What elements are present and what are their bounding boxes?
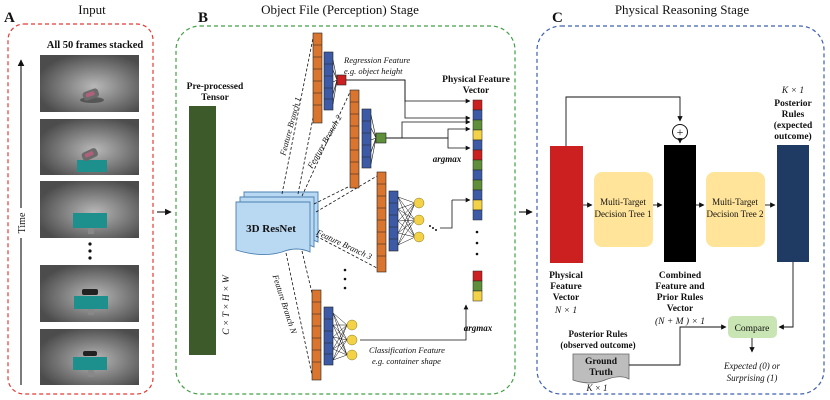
regression-label-line-2: e.g. object height — [344, 66, 403, 76]
ellipsis-dots — [88, 242, 92, 260]
decision-tree-2 — [706, 172, 765, 247]
regression-label-line-1: Regression Feature — [343, 55, 410, 65]
observed-line-2: (observed outcome) — [560, 340, 635, 350]
panel-c-letter: C — [552, 10, 563, 26]
frame-3 — [40, 181, 139, 238]
tensor-label-line-2: Tensor — [201, 93, 229, 103]
result-line-1: Expected (0) or — [723, 361, 780, 371]
regression-feature-box — [336, 74, 347, 86]
feature-branch-n — [311, 289, 358, 381]
pfv-label-line-1: Physical Feature — [442, 75, 510, 85]
argmax-label-2: argmax — [464, 323, 493, 333]
time-axis-label: Time — [17, 212, 28, 233]
panel-b-title: Object File (Perception) Stage — [261, 2, 419, 17]
classification-label-line-1: Classification Feature — [369, 345, 445, 355]
time-axis-gap — [14, 208, 28, 238]
reasoning-pfv-line-1: Physical — [549, 271, 583, 281]
reasoning-pfv-dims: N × 1 — [554, 306, 577, 316]
argmax-branch-3-line — [440, 200, 453, 229]
panel-b-letter: B — [198, 10, 208, 26]
result-line-2: Surprising (1) — [727, 373, 778, 383]
panel-c-border — [536, 25, 825, 395]
posterior-to-compare-arrow — [778, 262, 794, 330]
branch-ellipsis — [343, 268, 347, 290]
preprocessed-tensor — [189, 106, 216, 355]
panel-a-title: Input — [78, 2, 106, 17]
skip-connection-arrow — [565, 96, 683, 146]
observed-line-1: Posterior Rules — [568, 329, 628, 339]
tree1-line-1: Multi-Target — [600, 197, 646, 207]
feature-branch-1 — [312, 32, 347, 124]
panel-a-border — [7, 23, 154, 395]
pfv-label-line-2: Vector — [463, 86, 490, 96]
panel-c: C Physical Reasoning Stage Physical Feat… — [536, 2, 825, 395]
combined-line-4: Vector — [667, 304, 694, 314]
decision-tree-1 — [594, 172, 653, 247]
tensor-dims: C × T × H × W — [222, 274, 232, 335]
reasoning-pfv-line-3: Vector — [553, 293, 580, 303]
combined-line-1: Combined — [659, 271, 702, 281]
combined-line-3: Prior Rules — [657, 293, 704, 303]
panel-a-letter: A — [4, 10, 15, 26]
physical-feature-vector — [472, 99, 483, 302]
ground-truth-line-1: Ground — [585, 357, 618, 367]
branch-2-output-box — [375, 132, 387, 144]
tree1-line-2: Decision Tree 1 — [595, 209, 652, 219]
ground-truth-doc: Ground Truth — [572, 353, 630, 384]
tensor-label-line-1: Pre-processed — [187, 82, 244, 92]
feature-to-vector-arrows — [346, 79, 471, 341]
ground-truth-line-2: Truth — [589, 368, 613, 378]
ground-truth-dims: K × 1 — [585, 383, 607, 393]
posterior-rules-bar — [777, 145, 809, 262]
feature-branch-3 — [376, 171, 437, 273]
ground-truth-to-compare-arrow — [629, 324, 727, 366]
panel-b: B Object File (Perception) Stage Pre-pro… — [175, 2, 516, 395]
branch-3-label: Feature Branch 3 — [314, 227, 374, 262]
reasoning-pfv-line-2: Feature — [550, 282, 581, 292]
posterior-line-2: Rules — [782, 110, 805, 120]
classification-label-line-2: e.g. container shape — [372, 356, 441, 366]
posterior-line-1: Posterior — [774, 99, 812, 109]
branch-2-label: Feature Branch 2 — [305, 112, 345, 171]
resnet-label: 3D ResNet — [246, 223, 296, 235]
posterior-line-4: outcome) — [774, 131, 811, 142]
feature-branch-2 — [349, 89, 387, 189]
argmax-label-1: argmax — [433, 154, 462, 164]
frame-5 — [40, 329, 139, 385]
tree2-line-1: Multi-Target — [712, 197, 758, 207]
frame-4 — [40, 265, 139, 322]
panel-a: A Input All 50 frames stacked Time — [4, 2, 154, 395]
combined-line-2: Feature and — [655, 282, 705, 292]
tree2-line-2: Decision Tree 2 — [707, 209, 764, 219]
plus-symbol: + — [677, 125, 684, 139]
resnet-branch-connectors — [281, 37, 378, 376]
posterior-line-3: (expected — [774, 120, 813, 131]
branch-n-label: Feature Branch N — [270, 272, 299, 336]
compare-label: Compare — [735, 324, 770, 334]
posterior-dims: K × 1 — [781, 86, 804, 96]
frame-2 — [40, 119, 139, 175]
frame-1 — [40, 55, 139, 112]
combined-vector-bar — [664, 145, 696, 262]
compare-node — [728, 316, 777, 338]
branch-1-label: Feature Branch 1 — [277, 96, 302, 158]
resnet-block: 3D ResNet — [235, 191, 319, 255]
panel-c-title: Physical Reasoning Stage — [615, 2, 750, 17]
frames-label: All 50 frames stacked — [47, 40, 144, 51]
combined-dims: (N + M ) × 1 — [655, 316, 705, 327]
reasoning-pfv-bar — [550, 146, 583, 263]
